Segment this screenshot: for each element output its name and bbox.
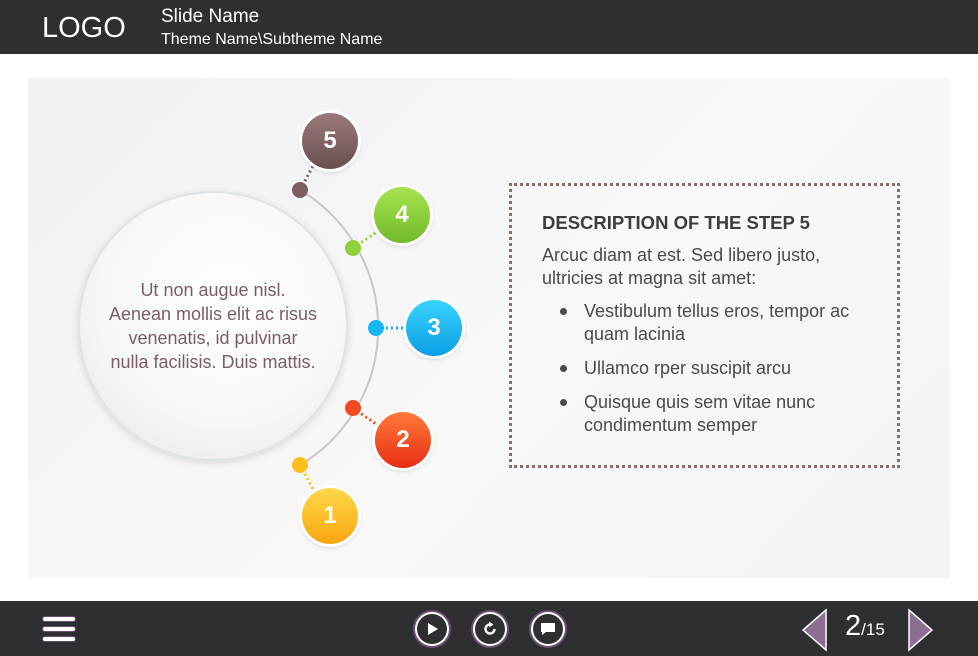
dot-2 [345, 400, 361, 416]
list-item: Vestibulum tellus eros, tempor ac quam l… [542, 300, 877, 346]
description-box: DESCRIPTION OF THE STEP 5 Arcuc diam at … [509, 183, 900, 468]
header-bar: LOGO Slide Name Theme Name\Subtheme Name [0, 0, 978, 54]
step-4-button[interactable]: 4 [374, 187, 430, 243]
comment-icon [533, 614, 563, 644]
page-current: 2 [845, 610, 862, 642]
play-icon [417, 614, 447, 644]
description-title: DESCRIPTION OF THE STEP 5 [542, 212, 810, 233]
menu-bar [42, 626, 76, 632]
description-list: Vestibulum tellus eros, tempor ac quam l… [542, 300, 877, 437]
dot-5 [292, 182, 308, 198]
prev-arrow-icon[interactable] [800, 608, 830, 652]
step-5-button[interactable]: 5 [302, 113, 358, 169]
step-4-label: 4 [395, 201, 409, 228]
dot-1 [292, 457, 308, 473]
page-total: /15 [861, 620, 885, 639]
step-1-button[interactable]: 1 [302, 488, 358, 544]
dot-3 [368, 320, 384, 336]
page-indicator: 2/15 [845, 610, 885, 643]
step-2-label: 2 [396, 426, 410, 453]
menu-button[interactable] [42, 616, 76, 644]
step-3-label: 3 [427, 314, 441, 341]
replay-icon [475, 614, 505, 644]
slide-name: Slide Name [161, 6, 260, 27]
center-circle: Ut non augue nisl. Aenean mollis elit ac… [78, 191, 348, 461]
step-1-label: 1 [323, 502, 337, 529]
play-button[interactable] [413, 610, 451, 648]
menu-bar [42, 616, 76, 622]
step-5-label: 5 [323, 127, 337, 154]
theme-path: Theme Name\Subtheme Name [161, 31, 383, 48]
list-item: Quisque quis sem vitae nunc condimentum … [542, 391, 877, 437]
list-item: Ullamco rper suscipit arcu [542, 357, 877, 380]
next-arrow-icon[interactable] [905, 608, 935, 652]
replay-button[interactable] [471, 610, 509, 648]
menu-bar [42, 636, 76, 642]
logo: LOGO [42, 12, 126, 44]
description-intro: Arcuc diam at est. Sed libero justo, ult… [542, 245, 821, 288]
step-3-button[interactable]: 3 [406, 300, 462, 356]
comment-button[interactable] [529, 610, 567, 648]
step-2-button[interactable]: 2 [375, 412, 431, 468]
center-text: Ut non augue nisl. Aenean mollis elit ac… [108, 280, 318, 372]
dot-4 [345, 240, 361, 256]
